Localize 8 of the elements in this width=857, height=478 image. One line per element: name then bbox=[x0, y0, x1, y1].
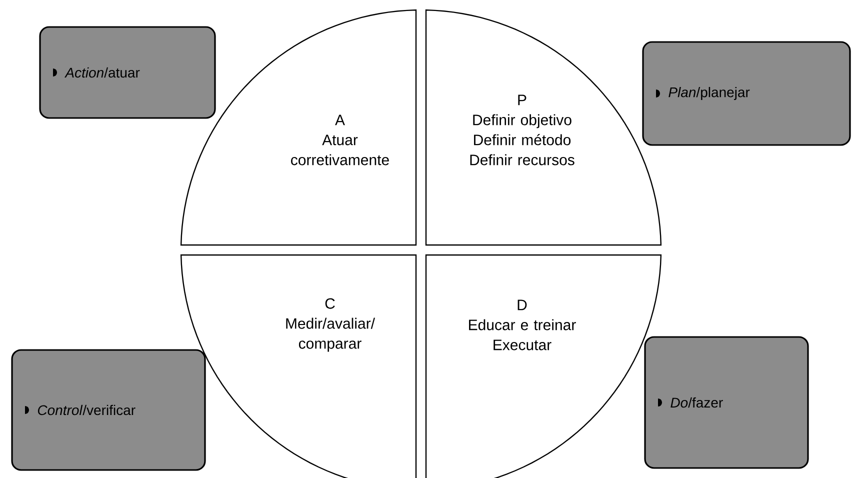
quadrant: P Definir objetivo Definir método Definir recursos bbox=[425, 9, 662, 246]
quadrant: A Atuar corretivamente bbox=[180, 9, 417, 246]
quadrant: D Educar e treinar Executar bbox=[425, 254, 662, 478]
step-card: Plan/planejar bbox=[642, 41, 851, 146]
step-card: Do/fazer bbox=[644, 336, 809, 469]
step-card: Action/atuar bbox=[39, 26, 216, 119]
quadrant: C Medir/avaliar/ comparar bbox=[180, 254, 417, 478]
step-card: Control/verificar bbox=[11, 349, 206, 471]
